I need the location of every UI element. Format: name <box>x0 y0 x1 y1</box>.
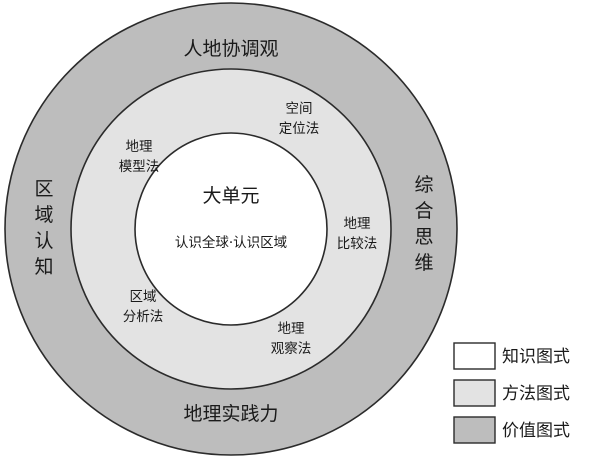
svg-text:域: 域 <box>34 204 53 226</box>
svg-text:知: 知 <box>34 256 53 278</box>
legend: 知识图式 方法图式 价值图式 <box>453 342 570 444</box>
legend-swatch-method <box>453 379 496 407</box>
svg-text:模型法: 模型法 <box>119 159 160 175</box>
svg-text:区域: 区域 <box>130 289 157 305</box>
svg-text:比较法: 比较法 <box>337 236 378 252</box>
svg-text:空间: 空间 <box>286 101 313 117</box>
svg-text:区: 区 <box>34 178 53 200</box>
svg-text:定位法: 定位法 <box>279 121 320 137</box>
knowledge-schema-core <box>134 132 328 326</box>
svg-text:合: 合 <box>414 200 433 222</box>
outer-label-right: 综 合 思 维 <box>414 174 433 274</box>
core-title: 大单元 <box>202 185 259 207</box>
svg-text:思: 思 <box>414 226 433 248</box>
method-spatial-positioning: 空间 定位法 <box>279 101 320 137</box>
method-comparison: 地理 比较法 <box>337 216 378 252</box>
legend-item-knowledge: 知识图式 <box>453 342 570 370</box>
svg-text:地理: 地理 <box>278 321 305 337</box>
svg-text:认: 认 <box>34 230 53 252</box>
outer-label-left: 区 域 认 知 <box>34 178 53 278</box>
legend-item-value: 价值图式 <box>453 416 570 444</box>
svg-text:综: 综 <box>414 174 433 196</box>
legend-swatch-knowledge <box>453 342 496 370</box>
outer-label-top: 人地协调观 <box>183 38 278 60</box>
method-regional-analysis: 区域 分析法 <box>123 289 164 325</box>
svg-text:地理: 地理 <box>126 139 153 155</box>
svg-text:维: 维 <box>414 252 433 274</box>
svg-text:观察法: 观察法 <box>271 340 312 357</box>
svg-text:方法图式: 方法图式 <box>502 384 570 404</box>
outer-label-bottom: 地理实践力 <box>183 403 278 425</box>
method-observation: 地理 观察法 <box>271 321 312 357</box>
core-subtitle: 认识全球·认识区域 <box>175 234 287 251</box>
svg-text:地理: 地理 <box>344 216 371 232</box>
legend-swatch-value <box>453 416 496 444</box>
svg-text:知识图式: 知识图式 <box>502 347 570 367</box>
svg-text:价值图式: 价值图式 <box>502 421 570 441</box>
method-modeling: 地理 模型法 <box>119 139 160 175</box>
legend-item-method: 方法图式 <box>453 379 570 407</box>
svg-text:分析法: 分析法 <box>123 309 164 325</box>
